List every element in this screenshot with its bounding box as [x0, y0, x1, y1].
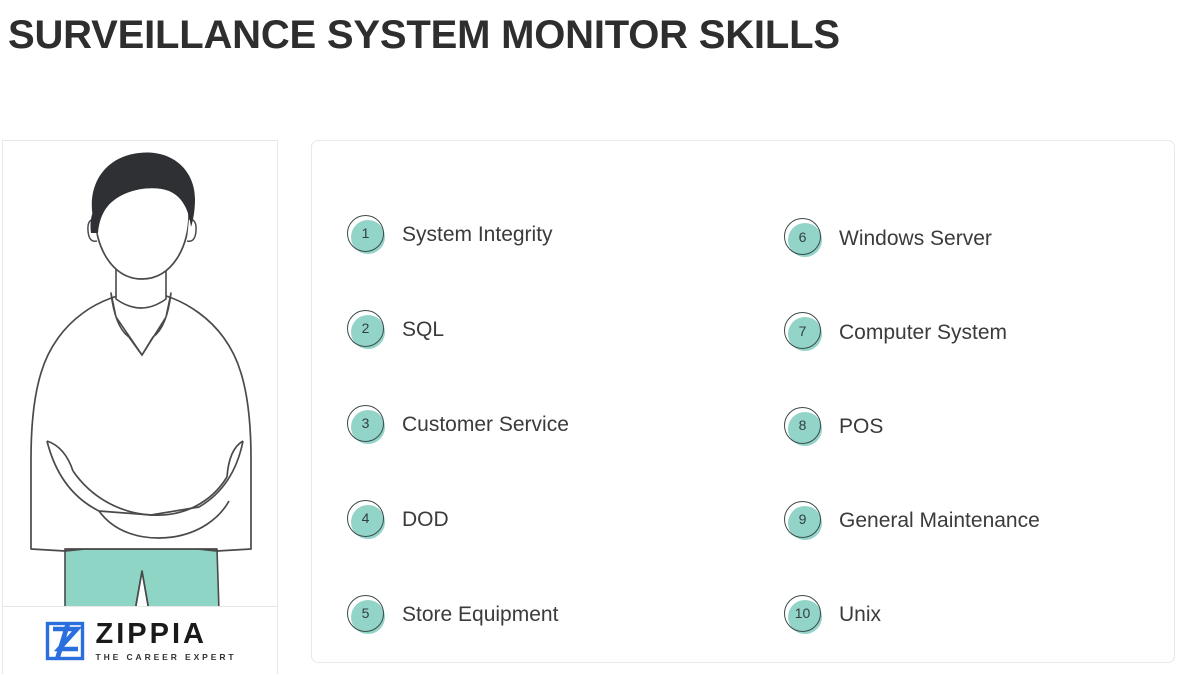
zippia-logo: ZIPPIA THE CAREER EXPERT: [3, 607, 277, 674]
badge-ring-icon: [347, 309, 384, 347]
badge-ring-icon: [784, 218, 821, 256]
list-item[interactable]: 6 Windows Server: [743, 191, 1174, 285]
list-item[interactable]: 10 Unix: [743, 568, 1174, 662]
rank-badge: 5: [347, 594, 387, 635]
list-item[interactable]: 4 DOD: [312, 472, 743, 567]
skill-label: Customer Service: [402, 413, 569, 436]
skill-label: Store Equipment: [402, 603, 559, 626]
skills-card: 1 System Integrity 2 SQL 3 Customer S: [311, 140, 1175, 663]
rank-badge: 6: [784, 218, 824, 258]
skill-label: DOD: [402, 508, 449, 531]
list-item[interactable]: 9 General Maintenance: [743, 474, 1174, 568]
person-arms-crossed-illustration: [30, 152, 252, 611]
badge-ring-icon: [784, 594, 821, 632]
rank-number: 7: [798, 322, 807, 339]
rank-number: 10: [794, 605, 811, 622]
rank-badge: 1: [347, 214, 387, 255]
rank-number: 9: [798, 511, 807, 528]
skill-label: SQL: [402, 318, 445, 341]
rank-badge: 3: [347, 404, 387, 445]
skill-label: General Maintenance: [839, 509, 1040, 533]
skill-label: Unix: [839, 603, 882, 627]
rank-number: 8: [798, 417, 807, 433]
badge-ring-icon: [784, 312, 821, 350]
badge-ring-icon: [784, 406, 821, 444]
rank-badge: 2: [347, 309, 387, 350]
page-title: SURVEILLANCE SYSTEM MONITOR SKILLS: [8, 13, 840, 57]
skill-label: System Integrity: [402, 223, 553, 246]
rank-badge: 10: [784, 594, 824, 635]
skills-columns: 1 System Integrity 2 SQL 3 Customer S: [312, 141, 1174, 662]
rank-number: 6: [798, 228, 807, 245]
rank-number: 3: [361, 415, 370, 431]
rank-number: 2: [361, 320, 370, 336]
skill-label: Windows Server: [839, 226, 992, 250]
badge-ring-icon: [347, 594, 384, 632]
rank-badge: 8: [784, 406, 824, 447]
rank-number: 5: [361, 605, 370, 621]
zippia-z-logo-icon: [45, 621, 84, 661]
zippia-wordmark: ZIPPIA: [95, 618, 207, 651]
logo-divider: [3, 606, 277, 607]
skills-column-right: 6 Windows Server 7 Computer System 8: [743, 141, 1174, 662]
list-item[interactable]: 5 Store Equipment: [312, 567, 743, 662]
skill-label: POS: [839, 415, 884, 438]
list-item[interactable]: 3 Customer Service: [312, 377, 743, 472]
badge-ring-icon: [347, 499, 384, 537]
skills-column-left: 1 System Integrity 2 SQL 3 Customer S: [312, 141, 743, 662]
badge-ring-icon: [347, 404, 384, 442]
list-item[interactable]: 7 Computer System: [743, 285, 1174, 379]
illustration-panel: ZIPPIA THE CAREER EXPERT: [2, 140, 278, 674]
rank-badge: 9: [784, 500, 824, 541]
list-item[interactable]: 1 System Integrity: [312, 187, 743, 282]
badge-ring-icon: [784, 500, 821, 538]
rank-badge: 7: [784, 312, 824, 352]
rank-number: 1: [361, 225, 370, 241]
rank-badge: 4: [347, 499, 387, 540]
zippia-tagline: THE CAREER EXPERT: [95, 652, 237, 663]
skill-label: Computer System: [839, 320, 1008, 344]
badge-ring-icon: [347, 214, 384, 252]
rank-number: 4: [361, 510, 370, 526]
list-item[interactable]: 8 POS: [743, 379, 1174, 473]
list-item[interactable]: 2 SQL: [312, 282, 743, 377]
